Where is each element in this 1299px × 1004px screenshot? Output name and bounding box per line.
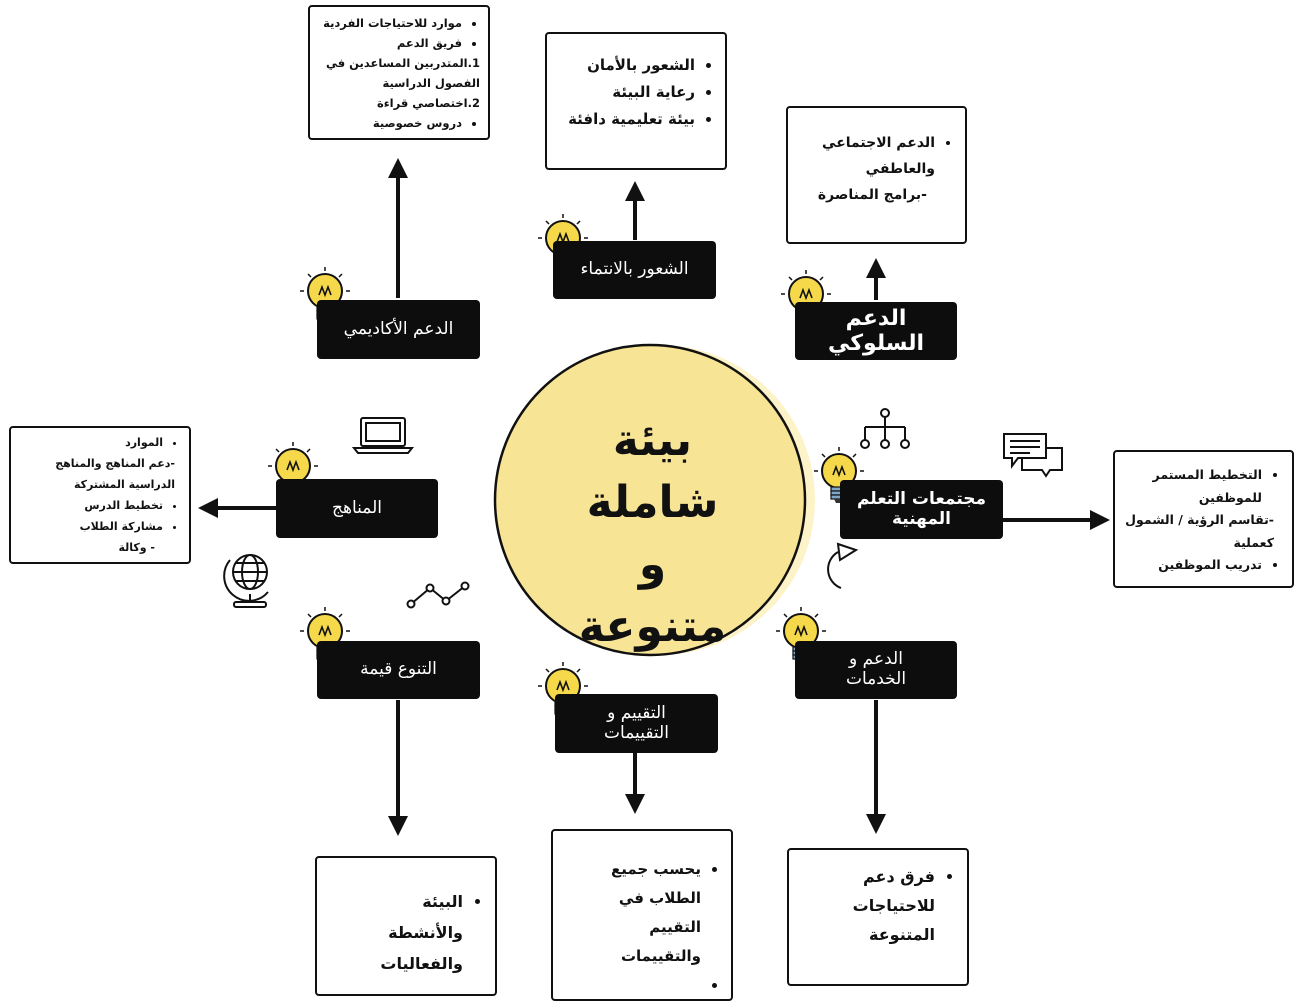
- label-text: المهنية: [891, 508, 952, 529]
- box-item: دروس خصوصية: [320, 113, 462, 133]
- org-chart-icon: [860, 408, 910, 449]
- box-item: - وكالة: [118, 541, 155, 554]
- globe-icon: [223, 554, 269, 608]
- box-item: البيئة والأنشطة والفعاليات: [373, 886, 463, 979]
- box-item: 1.المتدربين المساعدين في الفصول الدراسية: [325, 56, 480, 90]
- label-text: التقييم و: [607, 702, 666, 723]
- center-title-line: و: [638, 539, 667, 590]
- box-item: [595, 971, 701, 1000]
- label-behavioral-support: الدعم السلوكي: [795, 302, 957, 360]
- label-text: الشعور بالانتماء: [580, 259, 689, 280]
- center-title-line: متنوعة: [578, 601, 727, 652]
- box-diversity-value: البيئة والأنشطة والفعاليات: [315, 856, 497, 996]
- center-circle: [493, 343, 807, 657]
- laptop-icon: [351, 417, 415, 454]
- box-curriculum: الموارد -دعم المناهج والمناهج الدراسية ا…: [9, 426, 191, 564]
- box-item: التخطيط المستمر للموظفين: [1125, 464, 1262, 509]
- label-text: التقييمات: [604, 722, 669, 743]
- box-item: بيئة تعليمية دافئة: [559, 106, 695, 133]
- box-item: تدريب الموظفين: [1125, 554, 1262, 577]
- label-text: التنوع قيمة: [360, 659, 437, 680]
- box-item: الشعور بالأمان: [559, 52, 695, 79]
- box-belonging: الشعور بالأمان رعاية البيئة بيئة تعليمية…: [545, 32, 727, 170]
- label-professional-learning-communities: مجتمعات التعلم المهنية: [840, 480, 1003, 539]
- box-item: الدعم الاجتماعي والعاطفي: [818, 130, 935, 182]
- box-item: يحسب جميع الطلاب في التقييم والتقييمات: [595, 855, 701, 971]
- circular-arrow-icon: [827, 542, 859, 589]
- label-text: المناهج: [332, 497, 382, 518]
- label-diversity-value: التنوع قيمة: [317, 641, 480, 699]
- label-text: مجتمعات التعلم: [856, 488, 987, 509]
- label-assessment: التقييم و التقييمات: [555, 694, 718, 753]
- box-academic-support: موارد للاحتياجات الفردية فريق الدعم 1.ال…: [308, 5, 490, 140]
- label-academic-support: الدعم الأكاديمي: [317, 300, 480, 359]
- box-item: -تقاسم الرؤية / الشمول كعملية: [1125, 512, 1274, 550]
- box-item: مشاركة الطلاب: [21, 516, 163, 537]
- box-item: فريق الدعم: [320, 33, 462, 53]
- line-graph-icon: [406, 581, 470, 609]
- label-text: الخدمات: [845, 669, 907, 689]
- center-title-line: بيئة شاملة: [586, 415, 719, 528]
- box-item: تخطيط الدرس: [21, 495, 163, 516]
- box-item: موارد للاحتياجات الفردية: [320, 13, 462, 33]
- box-item: -برامج المناصرة: [817, 187, 927, 203]
- label-text: الدعم و: [849, 649, 903, 670]
- label-text: الدعم السلوكي: [827, 305, 924, 356]
- center-title: بيئة شاملة و متنوعة: [540, 410, 765, 652]
- box-support-services: فرق دعم للاحتياجات المتنوعة: [787, 848, 969, 986]
- chat-bubbles-icon: [1003, 433, 1063, 478]
- label-curriculum: المناهج: [276, 479, 438, 538]
- box-item: فرق دعم للاحتياجات المتنوعة: [835, 862, 935, 949]
- box-item: 2.اختصاصي قراءة: [376, 96, 480, 110]
- label-support-services: الدعم و الخدمات: [795, 641, 957, 699]
- box-professional-learning-communities: التخطيط المستمر للموظفين -تقاسم الرؤية /…: [1113, 450, 1294, 588]
- box-item: الموارد: [21, 432, 163, 453]
- box-item: رعاية البيئة: [559, 79, 695, 106]
- label-text: الدعم الأكاديمي: [343, 318, 454, 339]
- label-belonging: الشعور بالانتماء: [553, 241, 716, 299]
- box-item: -دعم المناهج والمناهج الدراسية المشتركة: [55, 457, 175, 491]
- box-behavioral-support: الدعم الاجتماعي والعاطفي -برامج المناصرة: [786, 106, 967, 244]
- box-assessment: يحسب جميع الطلاب في التقييم والتقييمات: [551, 829, 733, 1001]
